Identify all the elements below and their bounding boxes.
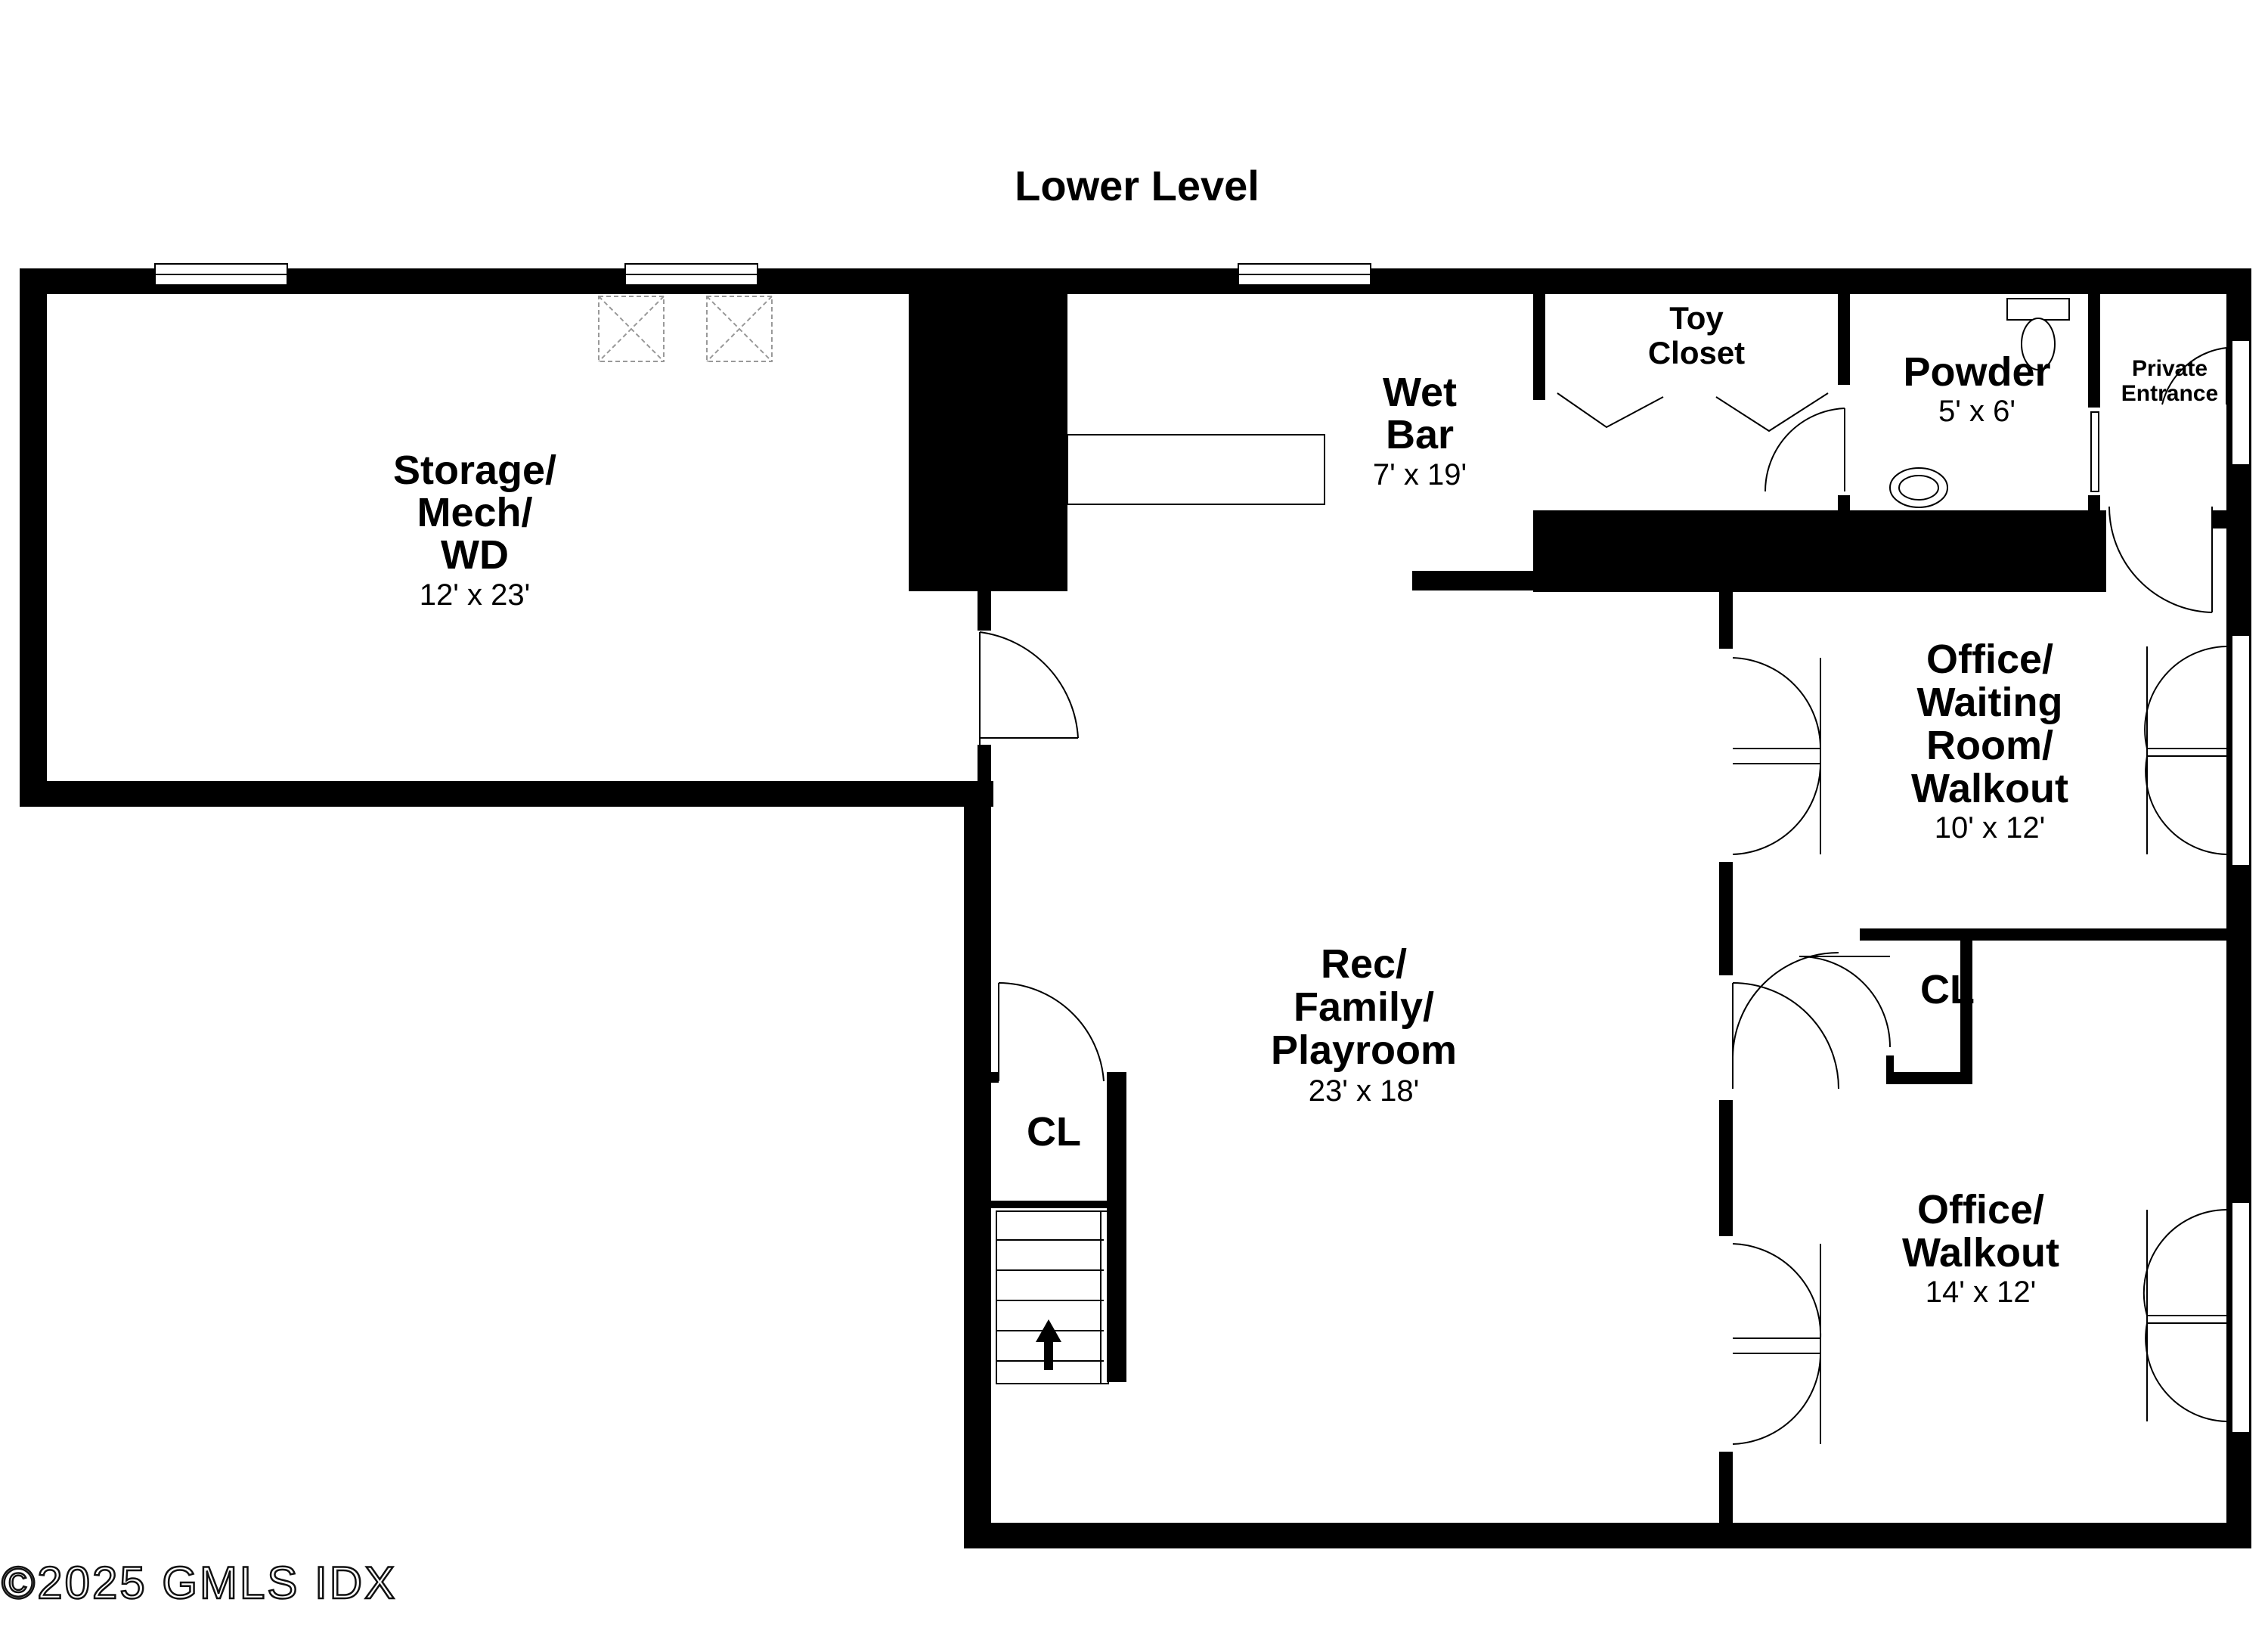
wet-bar-counter: [1067, 434, 1325, 505]
room-name-line: Closet: [1648, 335, 1745, 370]
room-private-entrance: Private Entrance: [2121, 356, 2218, 406]
room-dimensions: 10' x 12': [1935, 811, 2045, 845]
room-name-line: Office/: [1926, 637, 2053, 682]
interior-walls: [909, 294, 2227, 1523]
room-dimensions: 23' x 18': [1309, 1074, 1419, 1108]
room-storage: Storage/ Mech/ WD 12' x 23': [393, 448, 556, 612]
room-name-line: Room/: [1926, 723, 2053, 768]
room-rec-family: Rec/ Family/ Playroom 23' x 18': [1271, 941, 1457, 1108]
room-name-line: Family/: [1294, 984, 1434, 1030]
room-name-line: Playroom: [1271, 1028, 1457, 1073]
room-office-walkout: Office/ Walkout 14' x 12': [1902, 1187, 2059, 1309]
room-closet-right: CL: [1920, 967, 1975, 1012]
room-name-line: Rec/: [1321, 941, 1407, 987]
room-name-line: Private: [2132, 356, 2208, 381]
room-dimensions: 7' x 19': [1373, 458, 1467, 491]
room-name-line: Waiting: [1917, 680, 2063, 725]
room-name-line: Mech/: [417, 490, 532, 535]
room-dimensions: 12' x 23': [420, 578, 530, 612]
room-wet-bar: Wet Bar 7' x 19': [1373, 370, 1467, 491]
mech-equipment: [598, 296, 773, 362]
plan-title: Lower Level: [1015, 162, 1259, 209]
room-name-line: Walkout: [1911, 766, 2068, 811]
windows: [154, 263, 2251, 1434]
doors: [979, 347, 2227, 1445]
room-name-line: CL: [1920, 967, 1975, 1012]
room-name-line: Toy: [1669, 300, 1724, 336]
room-office-waiting: Office/ Waiting Room/ Walkout 10' x 12': [1911, 637, 2068, 845]
room-name-line: Walkout: [1902, 1230, 2059, 1275]
room-name-line: Wet: [1383, 370, 1457, 415]
watermark: ©2025 GMLS IDX: [2, 1558, 397, 1608]
room-name-line: CL: [1027, 1109, 1081, 1155]
stair-up-arrow-icon: [1036, 1319, 1061, 1370]
room-name-line: Bar: [1386, 412, 1454, 457]
room-name-line: Office/: [1917, 1187, 2044, 1232]
room-powder: Powder 5' x 6': [1903, 349, 2050, 428]
room-name-line: Entrance: [2121, 381, 2218, 406]
room-dimensions: 5' x 6': [1938, 395, 2015, 428]
room-name-line: WD: [441, 532, 509, 578]
room-closet-stair: CL: [1027, 1109, 1081, 1155]
powder-fixtures: [1889, 298, 2070, 508]
exterior-walls: [20, 268, 2251, 1548]
room-dimensions: 14' x 12': [1926, 1275, 2036, 1309]
room-name-line: Powder: [1903, 349, 2050, 395]
room-toy-closet: Toy Closet: [1648, 300, 1745, 370]
room-name-line: Storage/: [393, 448, 556, 493]
